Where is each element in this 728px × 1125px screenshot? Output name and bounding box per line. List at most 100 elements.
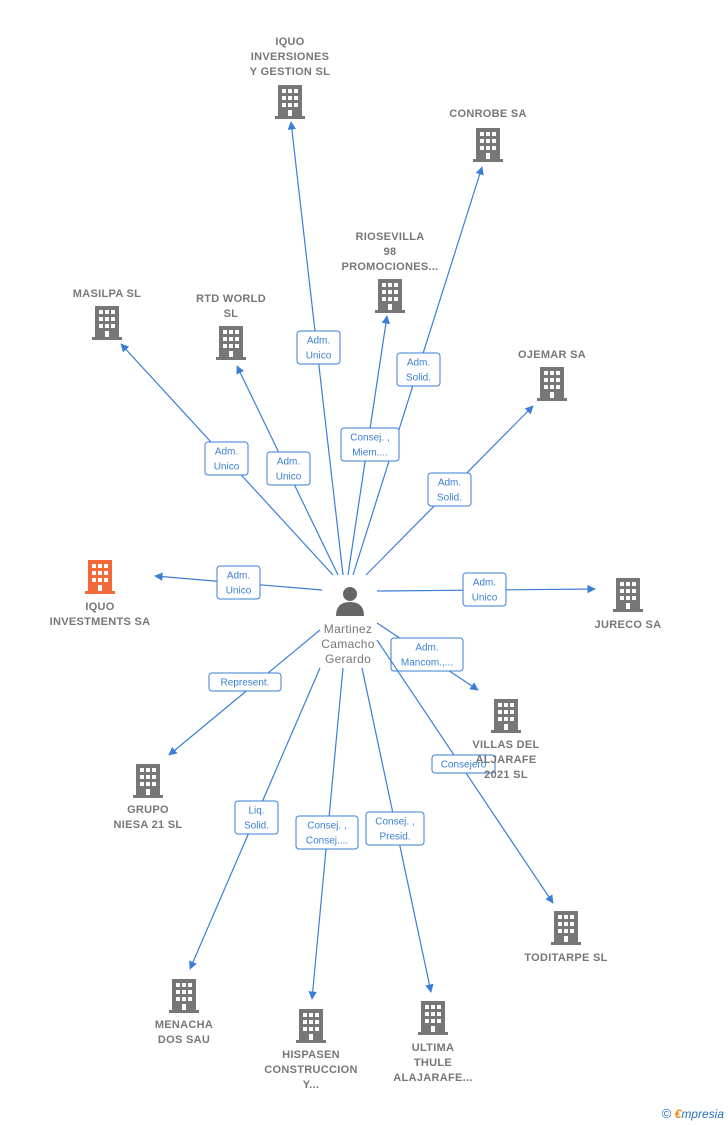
edge-label-text: Adm. bbox=[438, 478, 461, 489]
node-label[interactable]: 98 bbox=[384, 246, 397, 258]
node-label[interactable]: CONSTRUCCION bbox=[264, 1064, 357, 1076]
node-label[interactable]: RIOSEVILLA bbox=[355, 231, 424, 243]
edge-label-box[interactable] bbox=[340, 427, 400, 462]
node-label[interactable]: OJEMAR SA bbox=[518, 349, 586, 361]
node-label[interactable]: IQUO bbox=[85, 601, 114, 613]
node-label[interactable]: 2021 SL bbox=[484, 769, 528, 781]
edge-toditarpe[interactable]: Consejero bbox=[376, 639, 554, 904]
node-label[interactable]: NIESA 21 SL bbox=[114, 819, 183, 831]
edge-ultima-thule[interactable]: Consej. ,Presid. bbox=[361, 667, 434, 993]
node-label[interactable]: MENACHA bbox=[155, 1019, 213, 1031]
person-icon[interactable] bbox=[336, 587, 364, 616]
edge-conrobe[interactable]: Adm.Solid. bbox=[352, 166, 484, 576]
edge-rtd-world[interactable]: Adm.Unico bbox=[236, 365, 339, 576]
edge-label-text: Adm. bbox=[407, 358, 430, 369]
person-name[interactable]: Gerardo bbox=[325, 652, 371, 666]
building-icon[interactable] bbox=[216, 326, 246, 360]
node-label[interactable]: RTD WORLD bbox=[196, 293, 266, 305]
edge-label-box[interactable] bbox=[390, 637, 464, 672]
node-label[interactable]: GRUPO bbox=[127, 804, 169, 816]
building-icon[interactable] bbox=[133, 764, 163, 798]
building-icon[interactable] bbox=[169, 979, 199, 1013]
node-label[interactable]: INVERSIONES bbox=[251, 51, 330, 63]
node-label[interactable]: PROMOCIONES... bbox=[341, 261, 438, 273]
edge-iquo-investments[interactable]: Adm. Unico bbox=[154, 565, 323, 600]
edge-riosevilla[interactable]: Consej. ,Miem.... bbox=[340, 315, 400, 576]
edge-label-box[interactable] bbox=[296, 330, 341, 365]
node-villas-del-aljarafe[interactable]: VILLAS DEL ALJARAFE 2021 SL bbox=[472, 699, 539, 781]
edge-label-box[interactable] bbox=[208, 672, 282, 692]
footer-brand[interactable]: © €mpresia bbox=[662, 1106, 724, 1121]
node-label[interactable]: TODITARPE SL bbox=[524, 952, 607, 964]
node-menacha[interactable]: MENACHA DOS SAU bbox=[155, 979, 213, 1046]
edge-label-box[interactable] bbox=[365, 811, 425, 846]
edge-label-box[interactable] bbox=[266, 451, 311, 486]
edge-label-box[interactable] bbox=[462, 572, 507, 607]
node-masilpa[interactable]: MASILPA SL bbox=[73, 288, 141, 340]
edge-label-box[interactable] bbox=[204, 441, 249, 476]
edge-label-text: Represent. bbox=[221, 678, 270, 689]
node-conrobe[interactable]: CONROBE SA bbox=[449, 108, 527, 162]
person-name[interactable]: Camacho bbox=[321, 637, 374, 651]
edge-masilpa[interactable]: Adm.Unico bbox=[120, 343, 334, 576]
building-icon[interactable] bbox=[375, 279, 405, 313]
brand-logo: €mpresia bbox=[674, 1107, 724, 1121]
building-icon[interactable] bbox=[473, 128, 503, 162]
node-label[interactable]: ALAJARAFE... bbox=[393, 1072, 472, 1084]
edge-label-text: Adm. bbox=[227, 571, 250, 582]
edge-menacha[interactable]: Liq.Solid. bbox=[189, 667, 321, 970]
edge-label-text: Presid. bbox=[379, 832, 410, 843]
node-label[interactable]: ALJARAFE bbox=[475, 754, 536, 766]
edge-iquo-inversiones[interactable]: Adm.Unico bbox=[287, 121, 344, 576]
node-toditarpe[interactable]: TODITARPE SL bbox=[524, 911, 607, 964]
node-label[interactable]: THULE bbox=[414, 1057, 452, 1069]
node-label[interactable]: SL bbox=[224, 308, 239, 320]
node-grupo-niesa[interactable]: GRUPO NIESA 21 SL bbox=[114, 764, 183, 831]
node-iquo-inversiones[interactable]: IQUO INVERSIONES Y GESTION SL bbox=[250, 36, 330, 119]
edge-label-text: Adm. bbox=[277, 457, 300, 468]
building-icon[interactable] bbox=[92, 306, 122, 340]
node-label[interactable]: MASILPA SL bbox=[73, 288, 141, 300]
node-label[interactable]: Y GESTION SL bbox=[250, 66, 330, 78]
node-label[interactable]: DOS SAU bbox=[158, 1034, 210, 1046]
node-label[interactable]: IQUO bbox=[275, 36, 304, 48]
edge-grupo-niesa[interactable]: Represent. bbox=[168, 629, 321, 756]
edge-label-box[interactable] bbox=[396, 352, 441, 387]
node-riosevilla[interactable]: RIOSEVILLA 98PROMOCIONES... bbox=[341, 231, 438, 313]
node-rtd-world[interactable]: RTD WORLD SL bbox=[196, 293, 266, 360]
edge-jureco[interactable]: Adm.Unico bbox=[376, 572, 596, 607]
person-name[interactable]: Martinez bbox=[324, 622, 372, 636]
building-icon[interactable] bbox=[551, 911, 581, 945]
building-icon[interactable] bbox=[491, 699, 521, 733]
node-label[interactable]: VILLAS DEL bbox=[472, 739, 539, 751]
edge-label-box[interactable] bbox=[427, 472, 472, 507]
node-jureco[interactable]: JURECO SA bbox=[595, 578, 662, 631]
edge-label-box[interactable] bbox=[234, 800, 279, 835]
node-ojemar[interactable]: OJEMAR SA bbox=[518, 349, 586, 401]
node-label[interactable]: HISPASEN bbox=[282, 1049, 340, 1061]
edge-ojemar[interactable]: Adm.Solid. bbox=[365, 405, 534, 576]
node-label[interactable]: Y... bbox=[303, 1079, 320, 1091]
edge-label-text: Unico bbox=[226, 586, 252, 597]
building-icon[interactable] bbox=[418, 1001, 448, 1035]
building-icon[interactable] bbox=[85, 560, 115, 594]
edge-villas-del-aljarafe[interactable]: Adm.Mancom.,... bbox=[376, 622, 479, 691]
node-label[interactable]: ULTIMA bbox=[412, 1042, 455, 1054]
edge-label-text: Liq. bbox=[248, 806, 264, 817]
node-hispasen[interactable]: HISPASEN CONSTRUCCION Y... bbox=[264, 1009, 357, 1091]
node-label[interactable]: JURECO SA bbox=[595, 619, 662, 631]
node-ultima-thule[interactable]: ULTIMA THULE ALAJARAFE... bbox=[393, 1001, 472, 1084]
node-iquo-investments[interactable]: IQUO INVESTMENTS SA bbox=[50, 560, 151, 628]
building-icon[interactable] bbox=[537, 367, 567, 401]
edge-label-box[interactable] bbox=[431, 754, 496, 774]
edge-label-box[interactable] bbox=[295, 815, 359, 850]
building-icon[interactable] bbox=[613, 578, 643, 612]
building-icon[interactable] bbox=[296, 1009, 326, 1043]
building-icon[interactable] bbox=[275, 85, 305, 119]
node-label[interactable]: INVESTMENTS SA bbox=[50, 616, 151, 628]
node-label[interactable]: CONROBE SA bbox=[449, 108, 527, 120]
edge-label-box[interactable] bbox=[216, 565, 261, 600]
edge-hispasen[interactable]: Consej. ,Consej.... bbox=[295, 667, 359, 1000]
